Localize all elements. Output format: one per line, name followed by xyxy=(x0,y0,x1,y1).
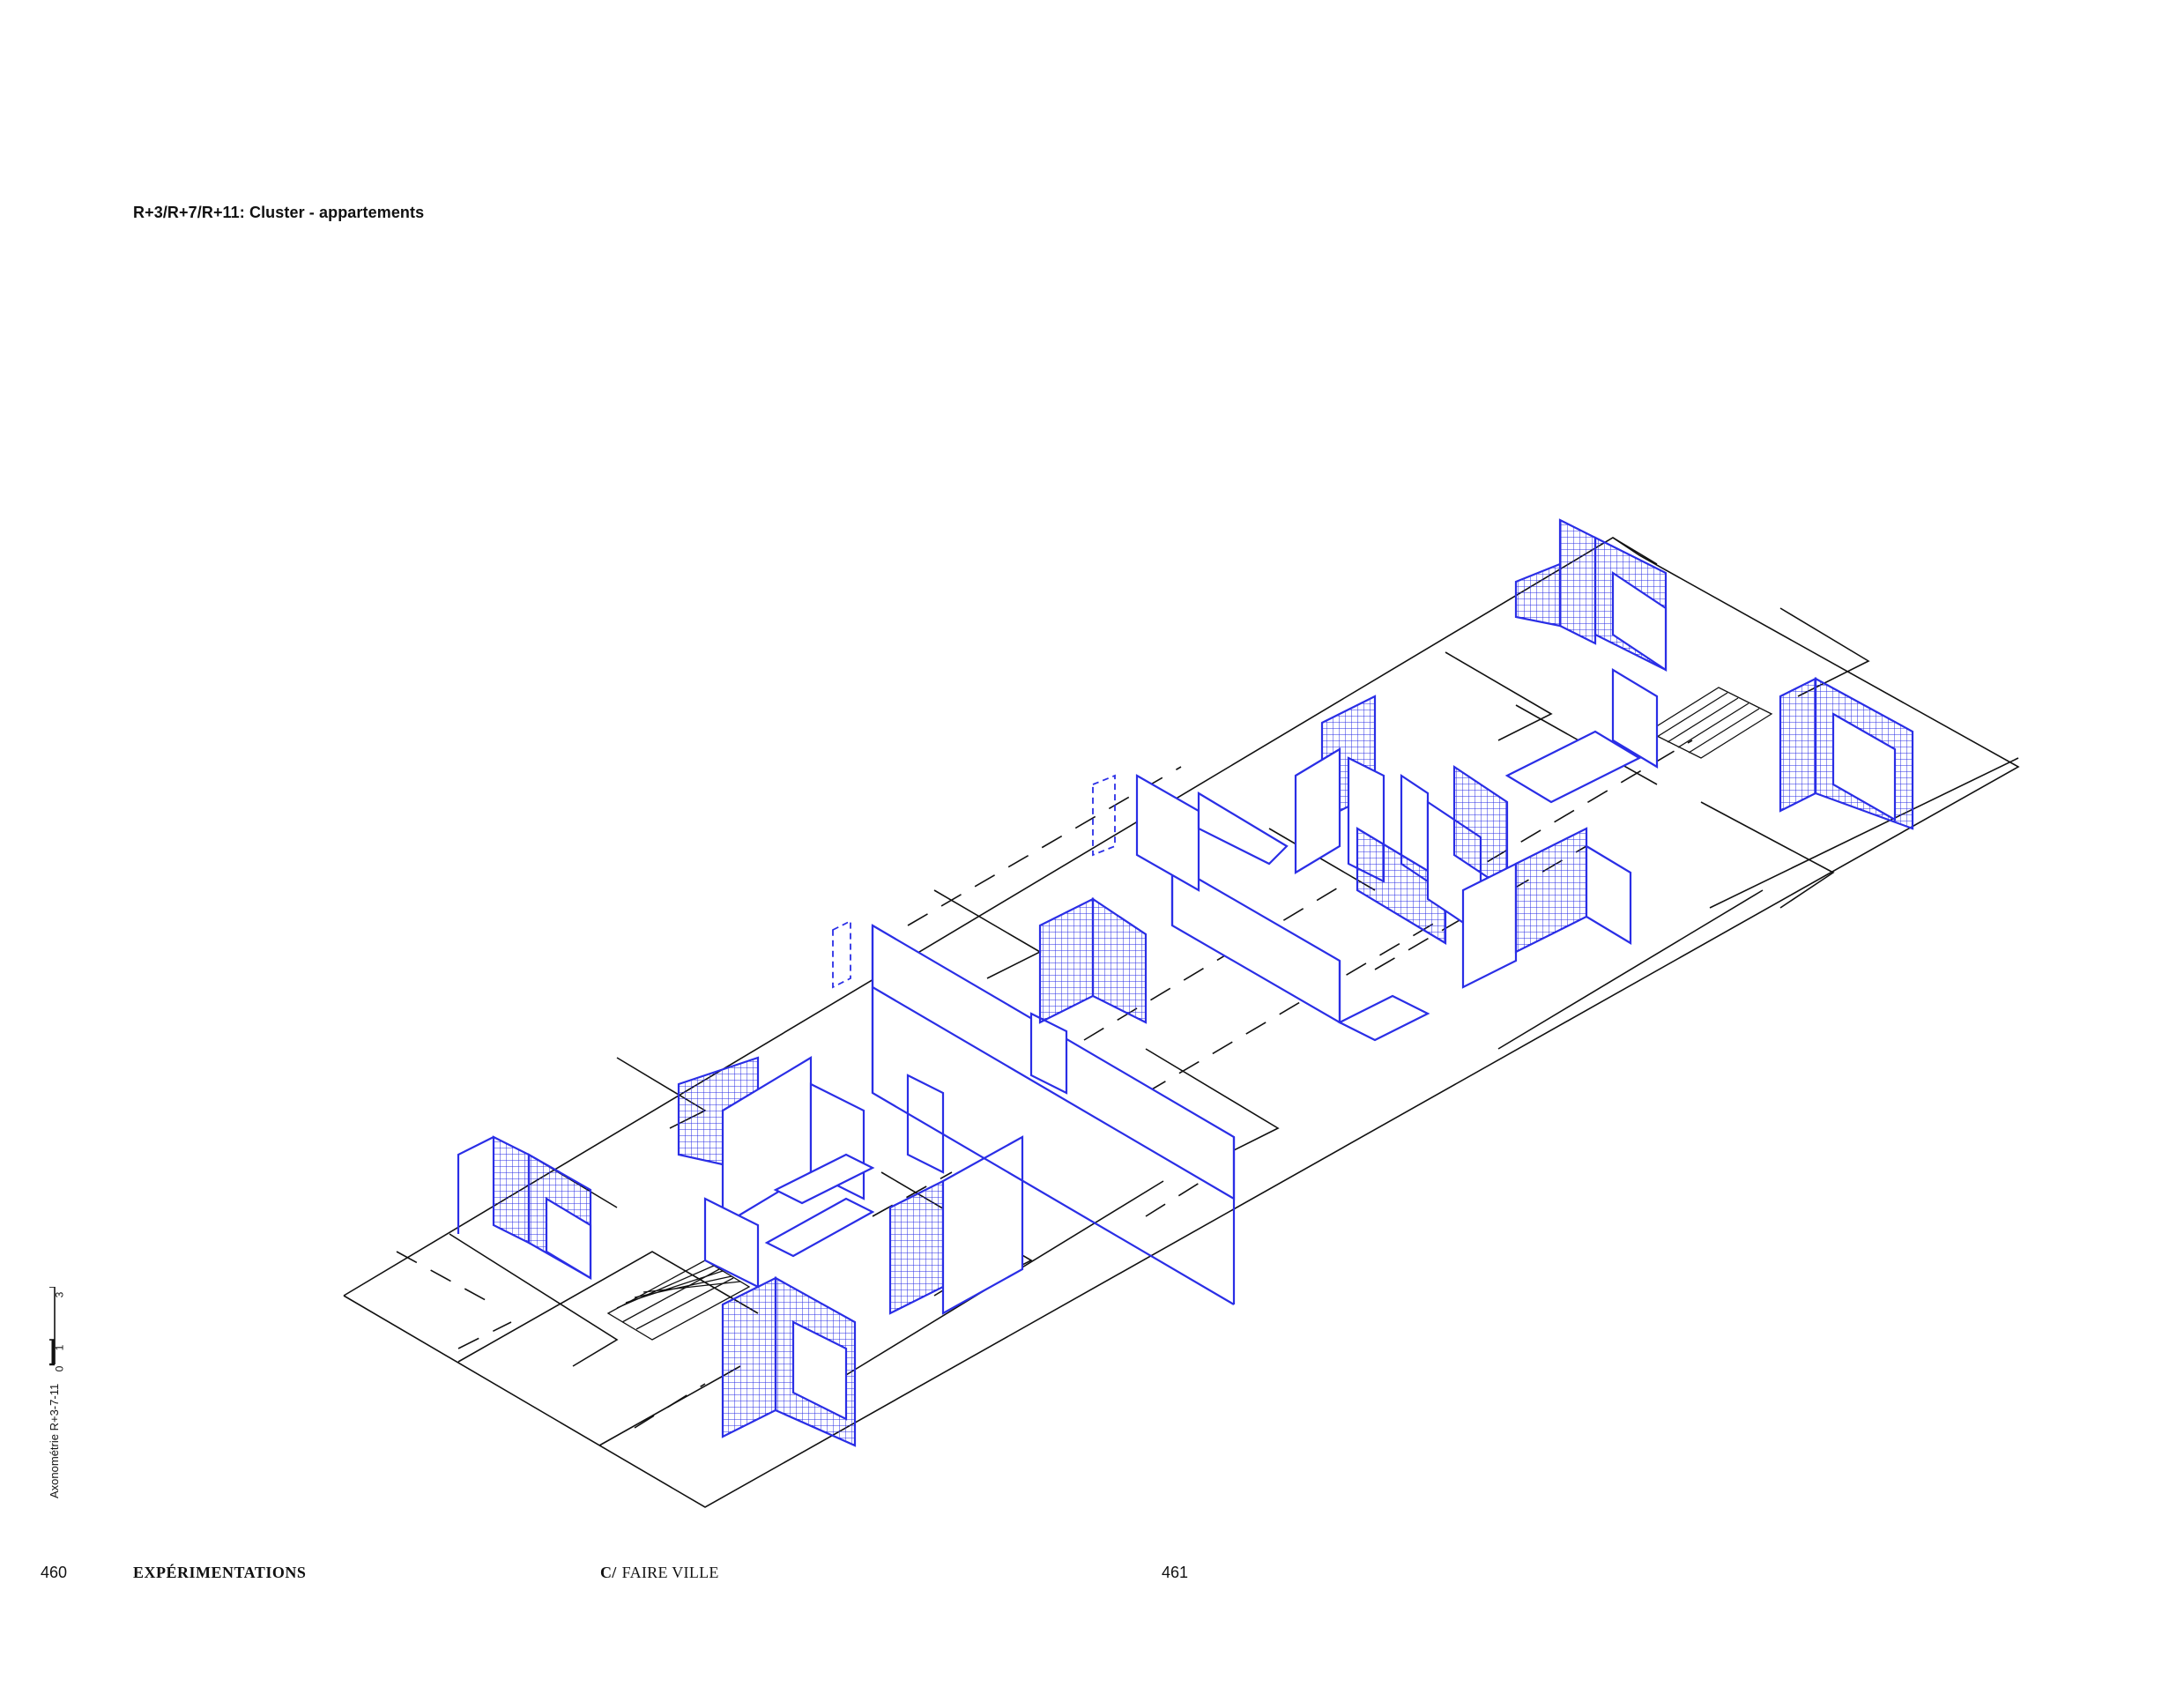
blue-dashed-opening xyxy=(832,774,1116,989)
scale-bar-graphic xyxy=(49,1287,56,1366)
blue-walls xyxy=(457,518,1914,1447)
stair-bottom xyxy=(606,1260,751,1341)
floor-plate xyxy=(343,537,2020,1508)
scale-tick-3: 3 xyxy=(53,1291,66,1298)
left-page-number: 460 xyxy=(41,1564,68,1581)
page-title: R+3/R+7/R+11: Cluster - appartements xyxy=(133,204,425,221)
stair-top xyxy=(1646,687,1773,759)
scale-caption: Axonométrie R+3-7-11 xyxy=(48,1383,61,1498)
section-title: EXPÉRIMENTATIONS xyxy=(133,1564,307,1581)
scale-tick-1: 1 xyxy=(53,1344,66,1351)
chapter-letter: C/ xyxy=(600,1564,617,1581)
scale-bar: 3 1 0 xyxy=(44,1287,71,1551)
right-page-number: 461 xyxy=(1162,1564,1189,1581)
chapter-title: C/FAIRE VILLE xyxy=(600,1564,719,1582)
chapter-name: FAIRE VILLE xyxy=(621,1564,719,1581)
scale-tick-0: 0 xyxy=(53,1365,66,1372)
